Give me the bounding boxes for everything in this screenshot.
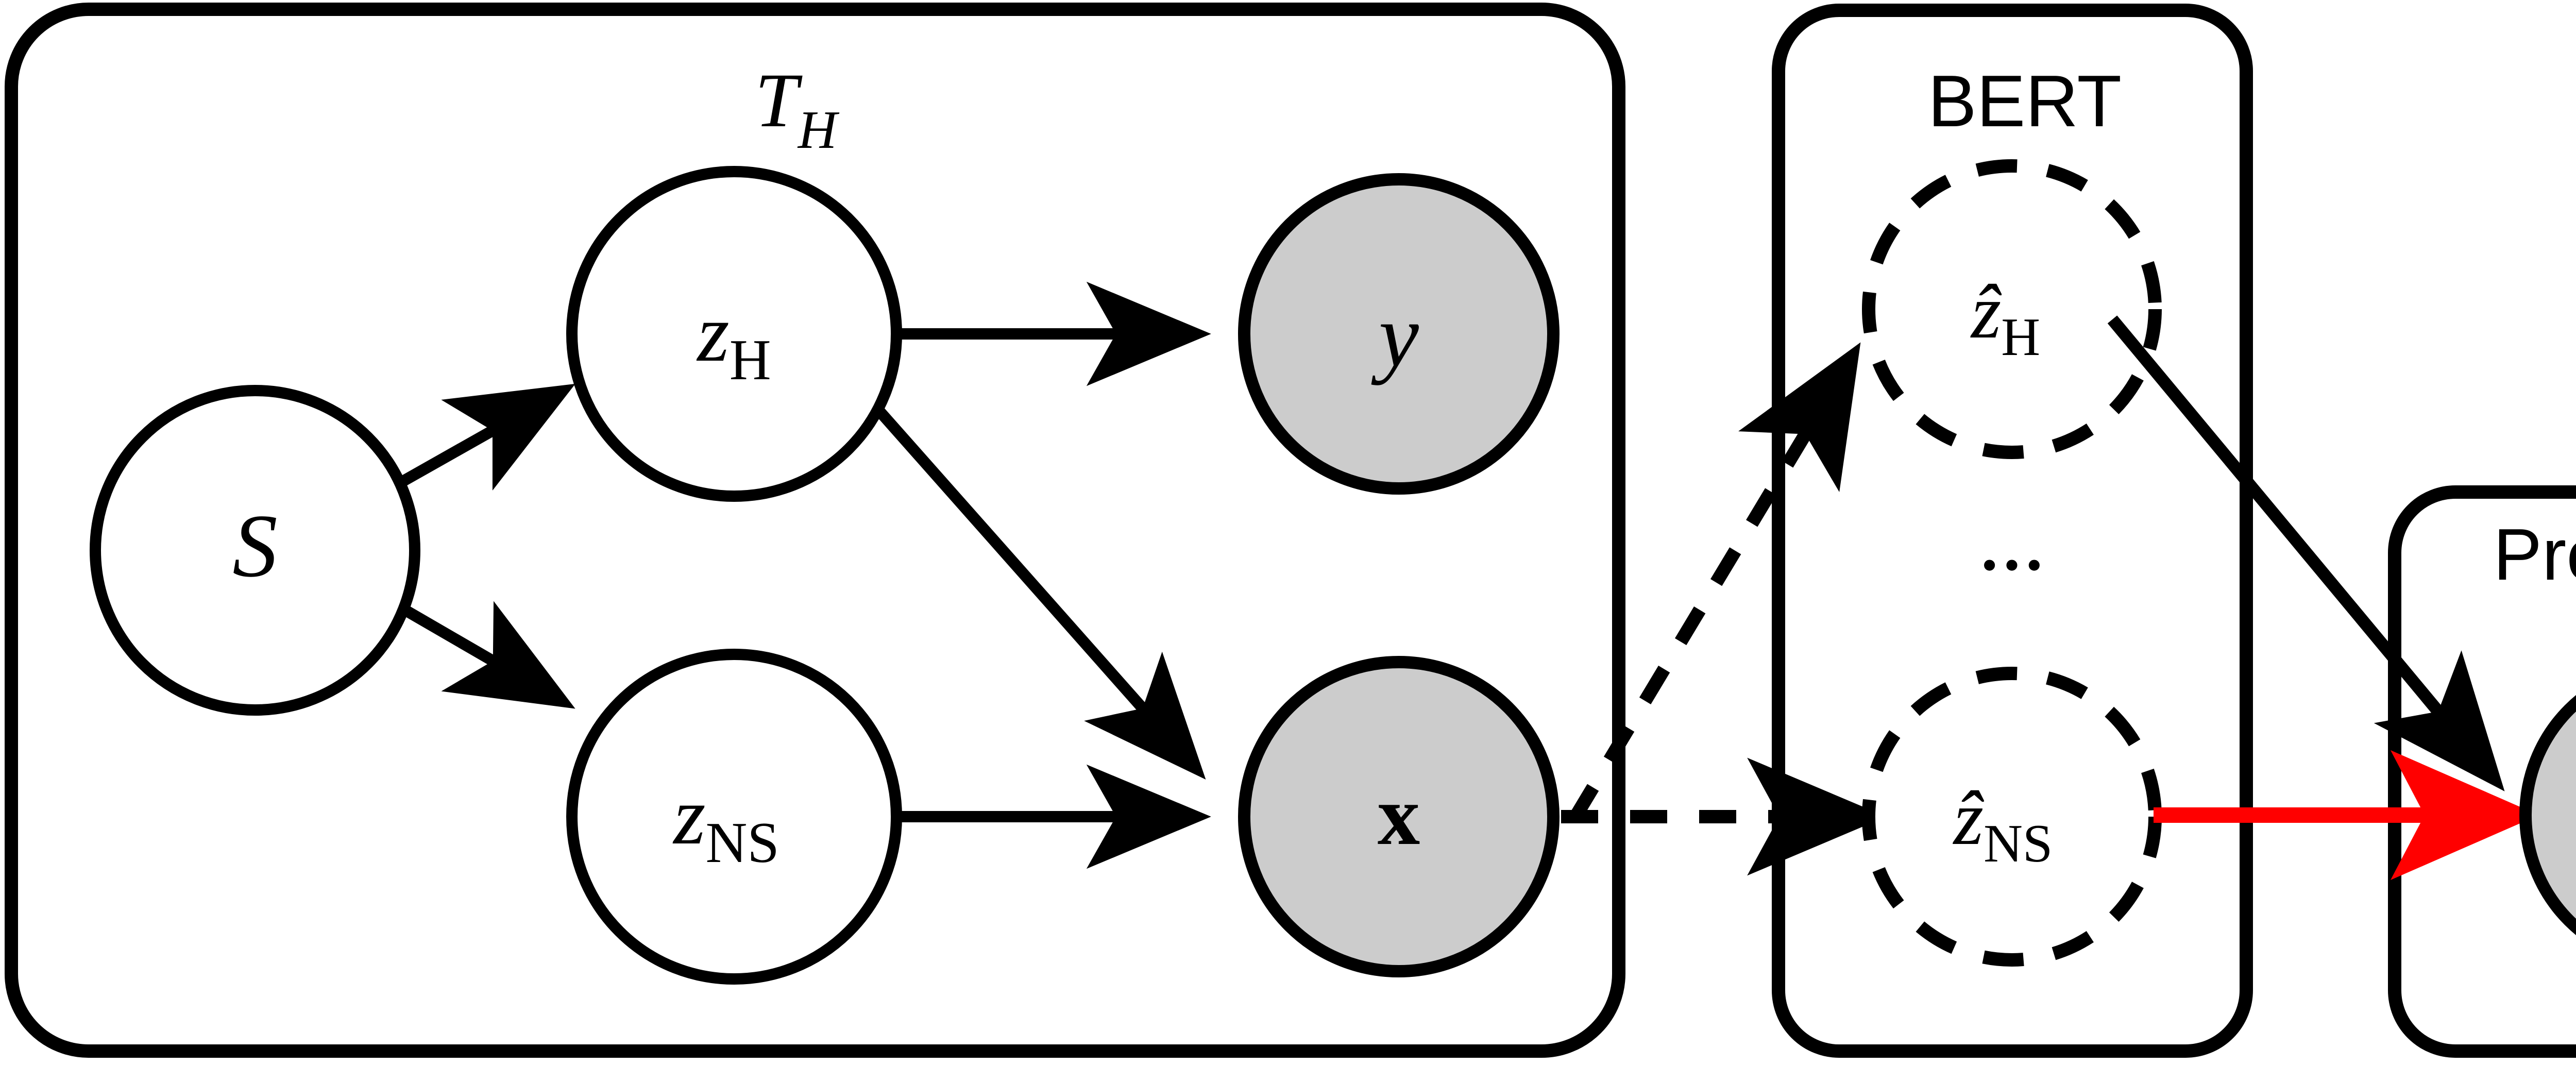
node-zns-hat-label: ẑNS bbox=[1953, 775, 2053, 873]
edge-group-bridge bbox=[1561, 342, 1887, 876]
node-zh-circle[interactable] bbox=[566, 166, 902, 502]
edge-s-to-zh bbox=[381, 383, 575, 497]
node-y-label: y bbox=[1371, 285, 1419, 385]
plate-th: TH bbox=[5, 3, 1625, 1058]
node-s[interactable]: S bbox=[90, 385, 420, 716]
node-y-hat-circle[interactable] bbox=[2519, 666, 2576, 965]
edge-s-to-zns bbox=[381, 593, 575, 709]
ellipsis-dots: ··· bbox=[1978, 528, 2045, 602]
plate-th-border bbox=[5, 3, 1625, 1058]
plate-prediction-label: Prediction bbox=[2493, 514, 2576, 596]
node-s-label: S bbox=[232, 496, 278, 596]
node-y[interactable]: y bbox=[1238, 173, 1560, 495]
node-zh[interactable]: zH bbox=[566, 166, 902, 502]
edge-group-th bbox=[381, 281, 1211, 869]
node-y-circle[interactable] bbox=[1238, 173, 1560, 495]
node-x[interactable]: x bbox=[1238, 656, 1560, 977]
node-zh-hat[interactable]: ẑH bbox=[1862, 159, 2162, 459]
node-zh-hat-circle[interactable] bbox=[1862, 159, 2162, 459]
node-x-circle[interactable] bbox=[1238, 656, 1560, 977]
edge-x-to-zhhat bbox=[1568, 342, 1861, 823]
node-zns-label: zNS bbox=[672, 770, 779, 875]
plate-th-label: TH bbox=[755, 58, 839, 160]
node-zns-circle[interactable] bbox=[566, 649, 902, 985]
node-zns-hat[interactable]: ẑNS bbox=[1862, 667, 2162, 967]
edge-zhhat-to-yhat bbox=[2107, 315, 2505, 791]
node-zns[interactable]: zNS bbox=[566, 649, 902, 985]
plate-bert-label: BERT bbox=[1928, 60, 2122, 142]
node-x-label: x bbox=[1378, 768, 1420, 863]
node-s-circle[interactable] bbox=[90, 385, 420, 716]
node-zh-hat-label: ẑH bbox=[1970, 269, 2040, 367]
node-y-hat[interactable]: ŷ bbox=[2519, 666, 2576, 965]
edge-group-prediction bbox=[2107, 315, 2539, 880]
edge-zh-to-x bbox=[871, 403, 1206, 780]
node-zh-label: zH bbox=[696, 287, 771, 392]
